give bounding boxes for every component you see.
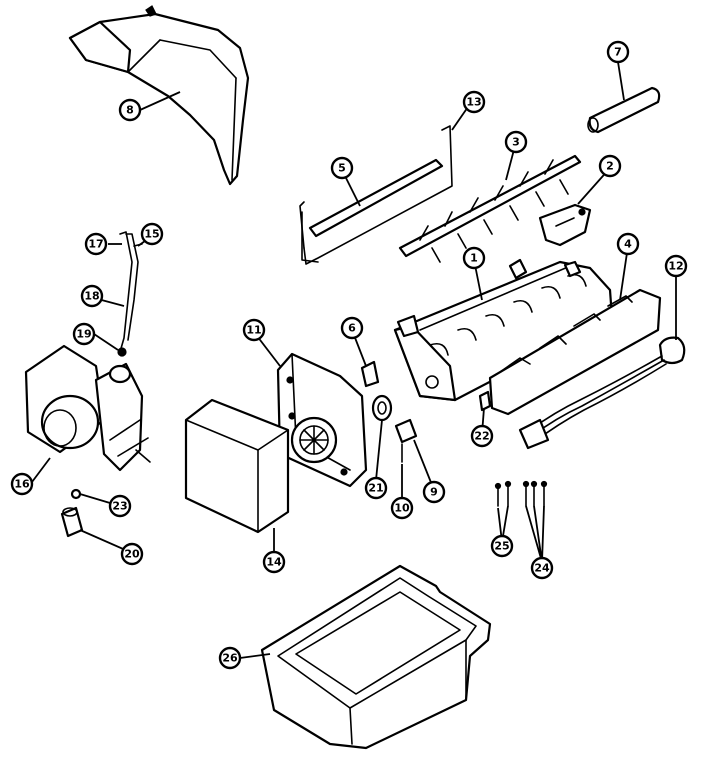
svg-text:10: 10 bbox=[394, 502, 410, 515]
svg-text:18: 18 bbox=[84, 290, 99, 303]
svg-text:15: 15 bbox=[144, 228, 159, 241]
part-clip bbox=[394, 418, 418, 463]
svg-text:3: 3 bbox=[512, 136, 520, 149]
leader-lines bbox=[31, 61, 677, 659]
svg-text:14: 14 bbox=[266, 556, 282, 569]
svg-text:7: 7 bbox=[614, 46, 622, 59]
svg-text:4: 4 bbox=[624, 238, 632, 251]
callout-9: 9 bbox=[422, 480, 446, 504]
part-ejector bbox=[398, 154, 582, 263]
svg-text:25: 25 bbox=[494, 540, 509, 553]
part-bearing bbox=[538, 203, 592, 247]
svg-text:6: 6 bbox=[348, 322, 356, 335]
callout-25: 25 bbox=[490, 534, 514, 558]
callout-12: 12 bbox=[664, 254, 688, 278]
svg-text:20: 20 bbox=[124, 548, 140, 561]
callout-24: 24 bbox=[530, 556, 554, 580]
part-heater-strip bbox=[301, 158, 444, 263]
svg-text:23: 23 bbox=[112, 500, 127, 513]
part-water-tube bbox=[117, 231, 143, 357]
svg-text:2: 2 bbox=[606, 160, 614, 173]
svg-text:16: 16 bbox=[14, 478, 30, 491]
svg-text:17: 17 bbox=[88, 238, 103, 251]
part-stripper bbox=[488, 288, 662, 416]
callout-17: 17 bbox=[84, 232, 108, 256]
part-wire-harness bbox=[518, 336, 686, 450]
callout-11: 11 bbox=[242, 318, 266, 342]
callout-1: 1 bbox=[462, 246, 486, 270]
svg-text:13: 13 bbox=[466, 96, 481, 109]
callout-4: 4 bbox=[616, 232, 640, 256]
callout-26: 26 bbox=[218, 646, 242, 670]
part-motor-housing bbox=[276, 352, 368, 488]
callout-13: 13 bbox=[462, 90, 486, 114]
callout-15: 15 bbox=[140, 222, 164, 246]
part-shutoff-rod bbox=[587, 86, 661, 134]
svg-text:19: 19 bbox=[76, 328, 91, 341]
part-fitting bbox=[60, 506, 84, 538]
svg-text:9: 9 bbox=[430, 486, 438, 499]
part-ice-mold bbox=[393, 258, 614, 402]
callout-21: 21 bbox=[364, 476, 388, 500]
part-thermostat bbox=[371, 394, 393, 422]
svg-text:1: 1 bbox=[470, 252, 478, 265]
callout-6: 6 bbox=[340, 316, 364, 340]
callout-10: 10 bbox=[390, 496, 414, 520]
callout-22: 22 bbox=[470, 424, 494, 448]
callout-23: 23 bbox=[108, 494, 132, 518]
svg-text:11: 11 bbox=[246, 324, 261, 337]
part-screws bbox=[494, 480, 548, 507]
part-fastener bbox=[478, 390, 492, 412]
callout-2: 2 bbox=[598, 154, 622, 178]
svg-text:8: 8 bbox=[126, 104, 134, 117]
callout-14: 14 bbox=[262, 550, 286, 574]
part-ice-bucket bbox=[260, 564, 492, 750]
callout-7: 7 bbox=[606, 40, 630, 64]
part-fill-chute bbox=[68, 5, 250, 186]
part-water-valve bbox=[24, 344, 151, 472]
svg-text:5: 5 bbox=[338, 162, 346, 175]
callout-5: 5 bbox=[330, 156, 354, 180]
svg-text:26: 26 bbox=[222, 652, 238, 665]
svg-text:21: 21 bbox=[368, 482, 383, 495]
part-front-cover bbox=[184, 398, 290, 534]
svg-text:24: 24 bbox=[534, 562, 550, 575]
part-nut bbox=[70, 488, 82, 500]
callout-16: 16 bbox=[10, 472, 34, 496]
part-support bbox=[360, 360, 380, 388]
callout-3: 3 bbox=[504, 130, 528, 154]
svg-text:12: 12 bbox=[668, 260, 683, 273]
svg-text:22: 22 bbox=[474, 430, 489, 443]
callout-19: 19 bbox=[72, 322, 96, 346]
callout-20: 20 bbox=[120, 542, 144, 566]
callout-8: 8 bbox=[118, 98, 142, 122]
callout-18: 18 bbox=[80, 284, 104, 308]
